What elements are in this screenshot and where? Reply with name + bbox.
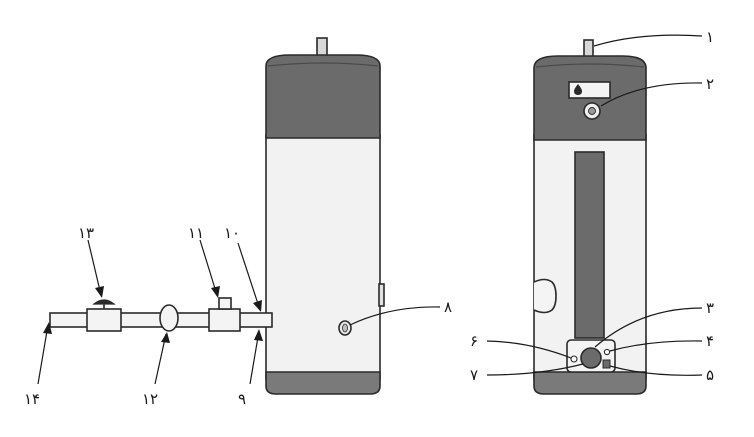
left-tank (265, 37, 385, 395)
water-drop-icon (574, 84, 582, 95)
label-14: ١۴ (24, 390, 40, 408)
pipe-assembly (49, 297, 273, 332)
left-tank-head (265, 54, 381, 139)
label-5: ۵ (706, 366, 714, 384)
left-tank-rim (267, 62, 379, 67)
left-top-connector (316, 37, 328, 57)
label-6: ۶ (470, 332, 478, 350)
right-tank-base (533, 371, 647, 395)
label-11: ١١ (188, 224, 204, 242)
right-tank-rim (535, 63, 645, 68)
leader-6 (486, 340, 572, 359)
left-side-handle (378, 283, 385, 307)
leader-1 (593, 34, 703, 47)
arrow-9-head (254, 329, 263, 341)
check-valve-body (208, 308, 241, 332)
power-switch-5 (602, 359, 611, 369)
label-8: ٨ (444, 298, 452, 316)
label-10: ١٠ (224, 224, 240, 242)
arrow-11-shaft (199, 239, 218, 296)
arrow-10-shaft (237, 242, 261, 311)
right-top-connector (583, 39, 594, 58)
leader-5 (609, 365, 703, 376)
right-side-handle (533, 278, 557, 314)
label-3: ٣ (706, 299, 714, 317)
label-12: ١٢ (142, 390, 158, 408)
arrow-13-shaft (87, 239, 102, 296)
left-tank-base (265, 371, 381, 395)
arrow-13-head (95, 286, 104, 298)
right-tank (533, 39, 647, 395)
left-tank-body (265, 134, 381, 387)
leaders (37, 34, 703, 385)
control-knob-center (588, 107, 596, 115)
check-valve-cap (218, 297, 232, 310)
callout-labels: ١ ٢ ٣ ۴ ۵ ۶ ٧ ٨ ٩ ١٠ ١١ ١٢ ١٣ ١۴ (24, 28, 714, 408)
port-8-inner (342, 323, 348, 333)
arrow-12-head (161, 332, 170, 343)
leader-8 (349, 306, 441, 326)
leader-7 (486, 363, 584, 376)
arrow-14-head (43, 322, 52, 334)
indicator-light-6 (570, 355, 578, 363)
leader-4 (609, 340, 703, 352)
shutoff-valve-body (86, 308, 122, 332)
arrow-11-head (211, 286, 220, 298)
leader-2 (600, 82, 703, 107)
label-9: ٩ (238, 390, 246, 408)
label-13: ١٣ (78, 224, 94, 242)
shutoff-valve-handle (92, 299, 116, 305)
arrow-14-shaft (37, 324, 49, 385)
vertical-air-vent (574, 151, 605, 339)
label-7: ٧ (470, 366, 478, 384)
temperature-dial (580, 347, 602, 369)
label-2: ٢ (706, 75, 714, 93)
label-1: ١ (706, 28, 714, 46)
leader-3 (594, 307, 703, 348)
arrow-10-head (253, 300, 262, 312)
label-4: ۴ (706, 332, 714, 350)
indicator-light-4 (603, 348, 611, 356)
strainer-filter (159, 304, 179, 332)
